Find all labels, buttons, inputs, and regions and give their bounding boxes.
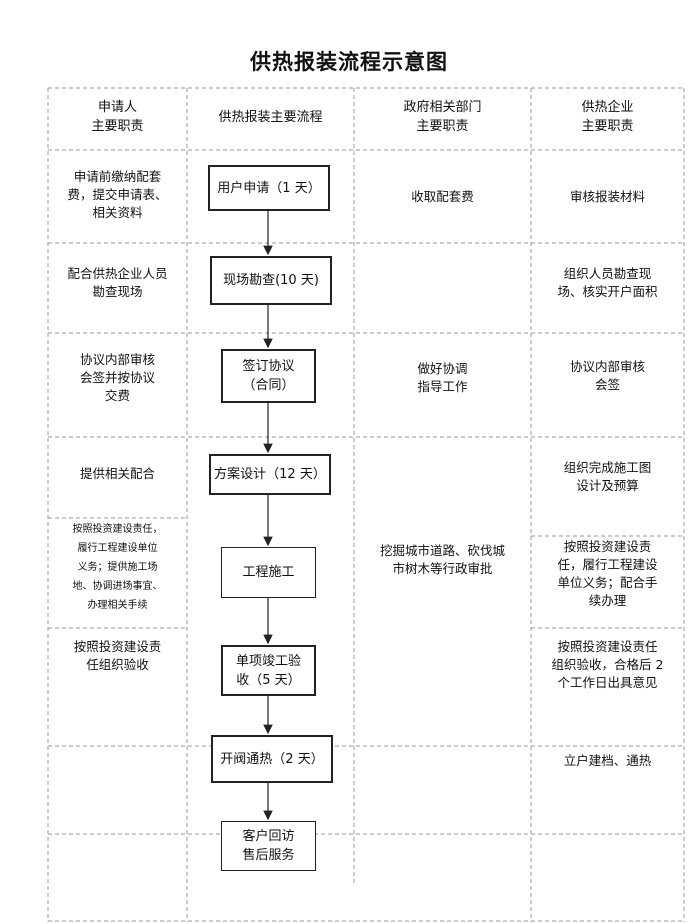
header-enterprise: 供热企业 主要职责	[581, 100, 634, 134]
applicant-duty-2: 配合供热企业人员 勘查现场	[67, 266, 168, 299]
process-step-4: 方案设计（12 天）	[209, 454, 331, 495]
government-duty-3: 做好协调 指导工作	[417, 361, 468, 394]
header-applicant: 申请人 主要职责	[91, 100, 144, 134]
government-duty-5: 挖掘城市道路、砍伐城 市树木等行政审批	[379, 543, 505, 576]
enterprise-duty-2: 组织人员勘查现 场、核实开户面积	[557, 266, 658, 299]
enterprise-duty-5: 按照投资建设责 任，履行工程建设 单位义务；配合手 续办理	[557, 539, 658, 608]
process-step-1: 用户申请（1 天）	[208, 165, 330, 211]
process-step-2: 现场勘查(10 天)	[210, 256, 332, 305]
process-step-3: 签订协议 （合同）	[221, 349, 316, 403]
enterprise-duty-7: 立户建档、通热	[563, 753, 652, 768]
process-step-7: 开阀通热（2 天）	[211, 735, 333, 783]
applicant-duty-4: 提供相关配合	[79, 466, 155, 481]
enterprise-duty-3: 协议内部审核 会签	[569, 359, 645, 392]
enterprise-duty-6: 按照投资建设责任 组织验收，合格后 2 个工作日出具意见	[551, 639, 664, 690]
header-process: 供热报装主要流程	[218, 110, 323, 125]
header-government: 政府相关部门 主要职责	[403, 100, 482, 134]
diagram-title: 供热报装流程示意图	[250, 50, 448, 74]
process-step-8: 客户回访 售后服务	[221, 821, 316, 871]
applicant-duty-5: 按照投资建设责任， 履行工程建设单位 义务；提供施工场 地、协调进场事宜、 办理…	[72, 524, 163, 611]
process-step-5: 工程施工	[221, 547, 316, 598]
government-duty-1: 收取配套费	[411, 189, 474, 204]
enterprise-duty-1: 审核报装材料	[569, 189, 645, 204]
applicant-duty-6: 按照投资建设责 任组织验收	[73, 639, 162, 672]
enterprise-duty-4: 组织完成施工图 设计及预算	[563, 460, 652, 493]
process-step-6: 单项竣工验 收（5 天）	[221, 645, 316, 696]
applicant-duty-3: 协议内部审核 会签并按协议 交费	[79, 352, 155, 403]
applicant-duty-1: 申请前缴纳配套 费，提交申请表、 相关资料	[67, 169, 168, 220]
